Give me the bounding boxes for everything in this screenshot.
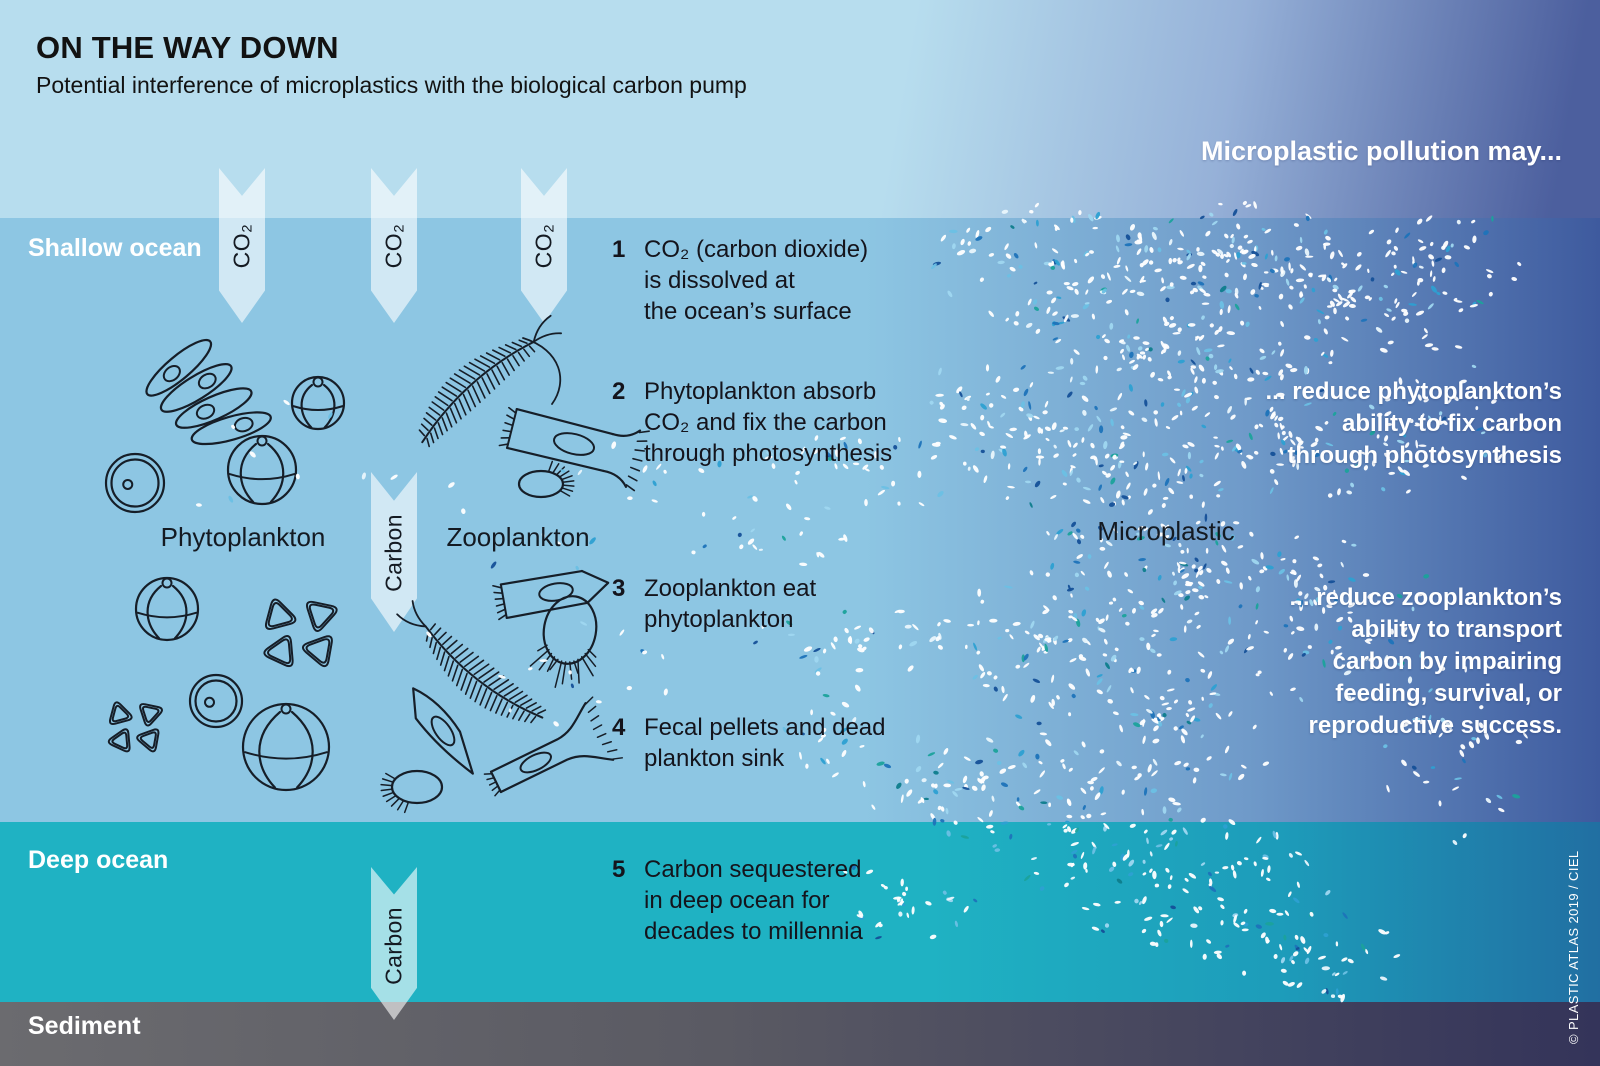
step-text: Fecal pellets and dead plankton sink	[644, 714, 886, 772]
sediment-label: Sediment	[28, 1012, 141, 1040]
effect-phytoplankton: ... reduce phytoplankton’s ability to fi…	[1265, 378, 1562, 469]
step-number: 4	[612, 714, 626, 741]
page-title: ON THE WAY DOWN	[36, 30, 339, 65]
step-text: Phytoplankton absorb CO₂ and fix the car…	[644, 378, 893, 467]
microplastic-label: Microplastic	[1097, 516, 1235, 546]
carbon-arrow-label: Carbon	[380, 907, 407, 985]
shallow-ocean-label: Shallow ocean	[28, 234, 202, 262]
deep-ocean-band	[0, 822, 1600, 1002]
step-text: CO₂ (carbon dioxide) is dissolved at the…	[644, 236, 869, 325]
step-3: 3 Zooplankton eat phytoplankton	[612, 573, 816, 635]
phytoplankton-label: Phytoplankton	[160, 522, 326, 552]
step-number: 5	[612, 856, 626, 883]
microplastic-pollution-headline: Microplastic pollution may...	[1200, 136, 1562, 166]
step-5: 5 Carbon sequestered in deep ocean for d…	[612, 854, 863, 947]
step-number: 2	[612, 378, 626, 405]
step-number: 1	[612, 236, 626, 263]
step-2: 2 Phytoplankton absorb CO₂ and fix the c…	[612, 376, 892, 469]
step-text: Zooplankton eat phytoplankton	[644, 575, 817, 633]
step-4: 4 Fecal pellets and dead plankton sink	[612, 712, 886, 774]
step-text: Carbon sequestered in deep ocean for dec…	[644, 856, 863, 945]
co2-arrow-label: CO₂	[380, 223, 407, 269]
page-subtitle: Potential interference of microplastics …	[36, 72, 747, 98]
sediment-band	[0, 1002, 1600, 1066]
atmosphere-band	[0, 0, 1600, 218]
co2-arrow-label: CO₂	[228, 223, 255, 269]
carbon-arrow-label: Carbon	[380, 514, 407, 592]
effect-zooplankton: ... reduce zooplankton’s ability to tran…	[1289, 584, 1562, 739]
co2-arrow-label: CO₂	[530, 223, 557, 269]
credit-line: © PLASTIC ATLAS 2019 / CIEL	[1566, 850, 1581, 1044]
step-number: 3	[612, 575, 626, 602]
deep-ocean-label: Deep ocean	[28, 846, 169, 874]
zooplankton-label: Zooplankton	[446, 522, 590, 552]
step-1: 1 CO₂ (carbon dioxide) is dissolved at t…	[612, 234, 868, 327]
